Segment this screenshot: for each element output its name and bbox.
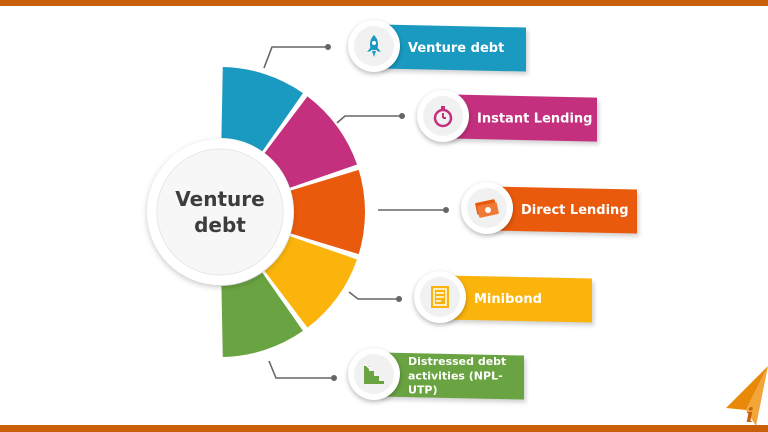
label-venture-debt: Venture debt xyxy=(408,40,505,56)
connector-dot-direct-lending xyxy=(443,207,449,213)
badge-distressed-debt xyxy=(348,348,400,400)
label-direct-lending: Direct Lending xyxy=(521,202,629,218)
document-icon xyxy=(431,286,449,308)
connector-venture-debt xyxy=(263,46,328,69)
logo-letter: i xyxy=(746,403,754,426)
label-distressed-debt-line2: activities (NPL-UTP) xyxy=(408,369,503,397)
stopwatch-icon xyxy=(433,106,453,128)
banner-venture-debt: Venture debt xyxy=(378,24,526,72)
segment-minibond xyxy=(264,236,358,328)
badge-instant-lending xyxy=(417,90,469,142)
connector-dot-minibond xyxy=(396,296,402,302)
connector-distressed-debt xyxy=(268,360,334,379)
banner-instant-lending: Instant Lending xyxy=(447,94,597,142)
segment-instant-lending xyxy=(264,96,358,188)
center-circle-inner xyxy=(156,148,284,276)
banner-minibond: Minibond xyxy=(444,275,592,323)
connector-instant-lending xyxy=(336,115,402,124)
top-accent-bar xyxy=(0,0,768,6)
brand-logo: i xyxy=(726,366,768,426)
connector-group xyxy=(263,44,449,381)
connector-dot-venture-debt xyxy=(325,44,331,50)
label-distressed-debt-line1: Distressed debt xyxy=(408,355,507,369)
badge-venture-debt xyxy=(348,20,400,72)
connector-minibond xyxy=(348,291,399,300)
segment-direct-lending xyxy=(290,169,366,255)
center-title: Venture debt xyxy=(153,172,287,252)
center-title-line1: Venture xyxy=(175,187,265,211)
segment-venture-debt xyxy=(221,67,303,152)
stairs-down-icon xyxy=(364,363,384,384)
money-icon xyxy=(475,199,499,218)
connector-dot-instant-lending xyxy=(399,113,405,119)
badge-direct-lending xyxy=(461,182,513,234)
label-instant-lending: Instant Lending xyxy=(477,110,593,126)
connector-dot-distressed-debt xyxy=(331,375,337,381)
bottom-accent-bar xyxy=(0,425,768,432)
segment-distressed-debt xyxy=(221,272,303,357)
segment-group xyxy=(221,67,366,357)
label-minibond: Minibond xyxy=(474,291,542,307)
badge-minibond xyxy=(414,271,466,323)
center-title-line2: debt xyxy=(194,213,246,237)
rocket-icon xyxy=(367,35,381,57)
